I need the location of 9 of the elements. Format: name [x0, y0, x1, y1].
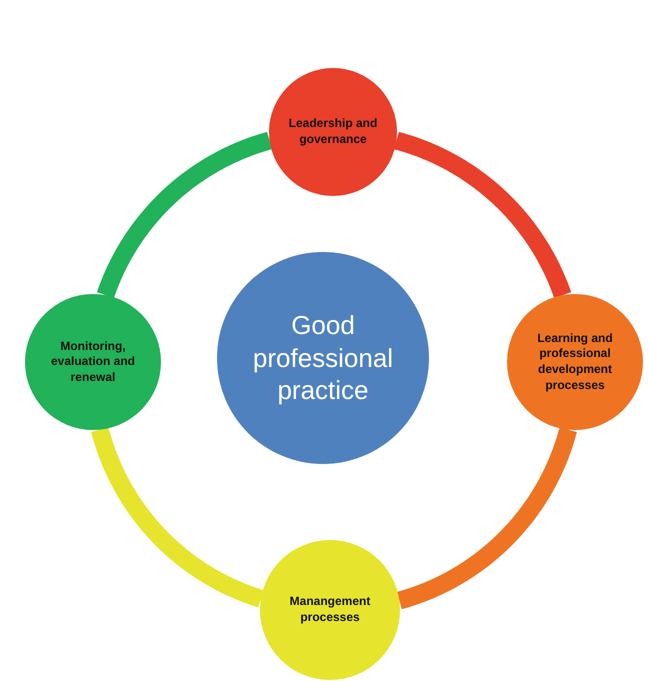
- connector-arc: [96, 132, 273, 299]
- node-label: Monitoring, evaluation and renewal: [50, 338, 136, 386]
- node-label: Good professional practice: [252, 309, 394, 407]
- connector-arc: [91, 426, 264, 608]
- node-label: Learning and professional development processes: [536, 330, 614, 394]
- connector-arc: [393, 132, 572, 299]
- node-label: Manangement processes: [288, 594, 372, 626]
- node-label: Leadership and governance: [288, 116, 378, 148]
- connector-arc: [396, 426, 577, 610]
